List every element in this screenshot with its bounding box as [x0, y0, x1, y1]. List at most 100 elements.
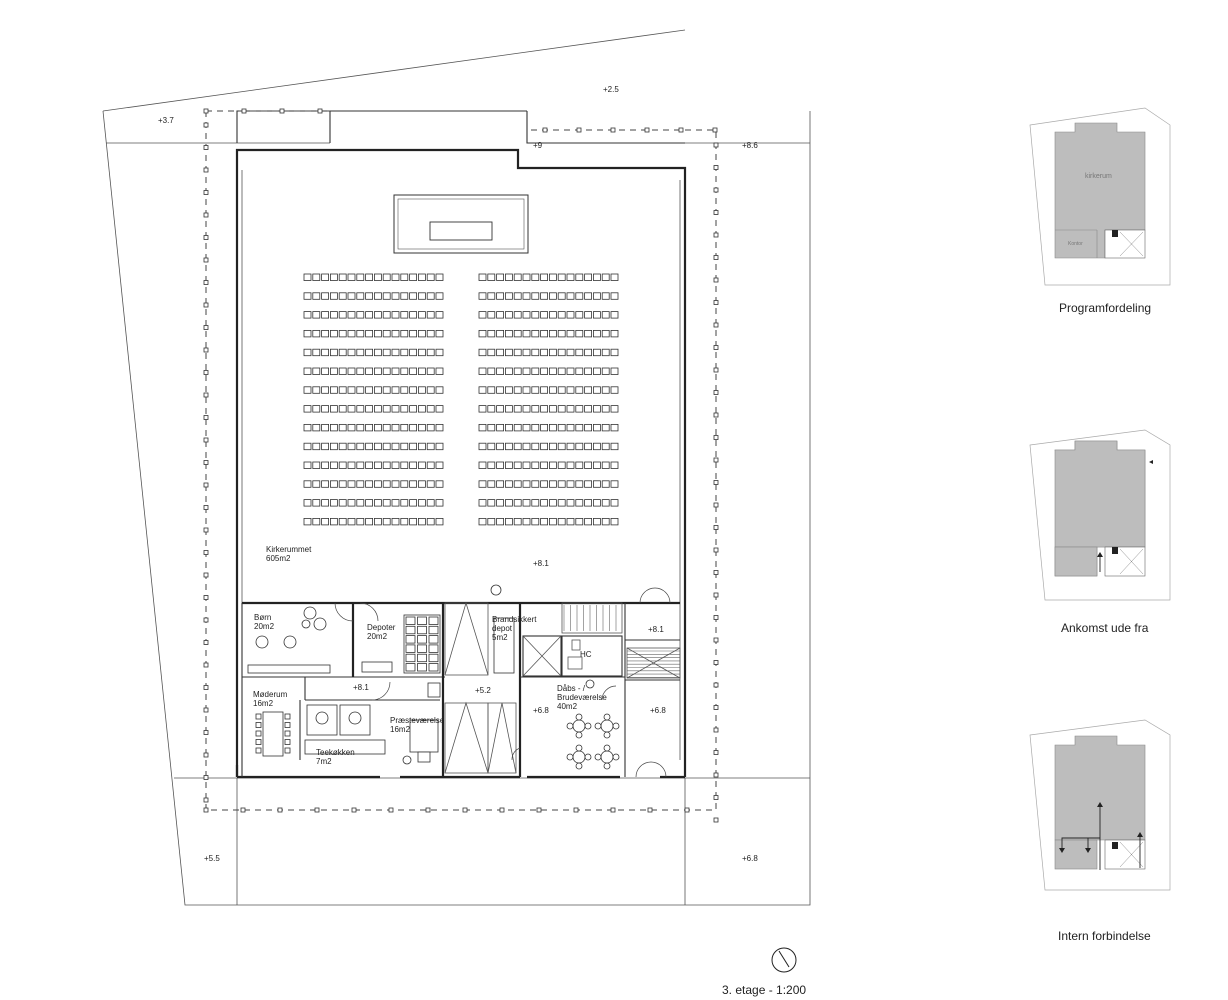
bollard [713, 322, 719, 328]
seat [610, 480, 619, 488]
seat [321, 311, 330, 319]
seat [487, 423, 496, 432]
seat [400, 442, 409, 451]
seat [610, 461, 619, 469]
seat [435, 311, 444, 319]
seat [610, 311, 619, 319]
chair [255, 747, 262, 754]
seat [347, 442, 356, 451]
seat [382, 480, 391, 488]
seat [540, 329, 548, 338]
seat [504, 480, 513, 488]
seat [338, 348, 347, 357]
seat [549, 423, 557, 432]
elevation-bottom-left: +5.5 [204, 854, 220, 863]
seat [356, 367, 365, 375]
seat [513, 461, 522, 469]
diagram2-caption: Ankomst ude fra [1061, 621, 1149, 635]
seat [584, 423, 592, 432]
seat [584, 367, 592, 375]
diagram1-main-label: kirkerum [1085, 173, 1112, 180]
room-name-dabs-2: Brudeværelse [557, 693, 607, 702]
seat [478, 273, 487, 281]
seat [593, 480, 601, 488]
seat [338, 292, 347, 300]
seat [312, 348, 321, 357]
seat [584, 329, 592, 338]
seat [347, 518, 356, 526]
bollard [203, 752, 209, 758]
bollard [351, 807, 357, 813]
shelf-box [405, 644, 416, 653]
elevation-right-mid: +6.8 [650, 706, 666, 715]
seat [373, 405, 382, 413]
seat [356, 273, 365, 281]
shelf-box [417, 616, 427, 625]
bollard [713, 187, 719, 193]
chair [584, 722, 592, 730]
seat [400, 499, 409, 507]
seat [365, 273, 374, 281]
seat [435, 386, 444, 394]
bollard [713, 525, 719, 530]
seat [312, 386, 321, 394]
shelf-box [417, 653, 427, 663]
seat [338, 442, 347, 451]
seat [382, 461, 391, 469]
seat [435, 273, 444, 281]
seat [610, 405, 619, 413]
seat [321, 423, 330, 432]
seat [575, 386, 584, 394]
room-name-depoter: Depoter [367, 623, 396, 632]
elevation-bottom-right: +6.8 [742, 854, 758, 863]
room-name-dabs: Dåbs - / [557, 684, 586, 693]
seat [478, 386, 487, 394]
seat [409, 386, 418, 394]
bollard [713, 570, 719, 575]
seat [540, 273, 548, 281]
room-name-brandsikkert: Brandsikkert [492, 615, 537, 624]
seat [610, 348, 619, 357]
seat [382, 273, 391, 281]
shelf-box [405, 635, 416, 644]
seat [365, 518, 374, 526]
seat [513, 292, 522, 300]
seat [382, 386, 391, 394]
seat [496, 386, 505, 394]
seat [504, 348, 513, 357]
seat [557, 311, 566, 319]
seat [575, 461, 584, 469]
seat [540, 348, 548, 357]
north-arrow [771, 947, 797, 973]
bollard [713, 817, 719, 823]
chair [603, 713, 611, 721]
seat [487, 499, 496, 507]
seat [426, 273, 435, 281]
seat [478, 405, 487, 413]
seat [435, 367, 444, 375]
seat [365, 329, 374, 338]
bollard [713, 795, 719, 800]
seat [601, 480, 610, 488]
seat [338, 367, 347, 375]
bollard [713, 210, 719, 215]
seat [566, 518, 575, 526]
seat [601, 329, 610, 338]
bollard [713, 367, 719, 373]
seat [504, 461, 513, 469]
seat [566, 292, 575, 300]
bollard [240, 807, 246, 813]
seat [365, 367, 374, 375]
elevation-stair-right: +8.1 [648, 625, 664, 634]
seat [321, 405, 330, 413]
seat [522, 423, 531, 432]
doors [334, 587, 671, 778]
seat [391, 499, 400, 507]
seat [584, 461, 592, 469]
room-name-hc: HC [580, 650, 592, 659]
seat [409, 273, 418, 281]
room-name-kirkerummet: Kirkerummet [266, 545, 312, 554]
seat [312, 292, 321, 300]
seat [513, 329, 522, 338]
seat [435, 405, 444, 413]
